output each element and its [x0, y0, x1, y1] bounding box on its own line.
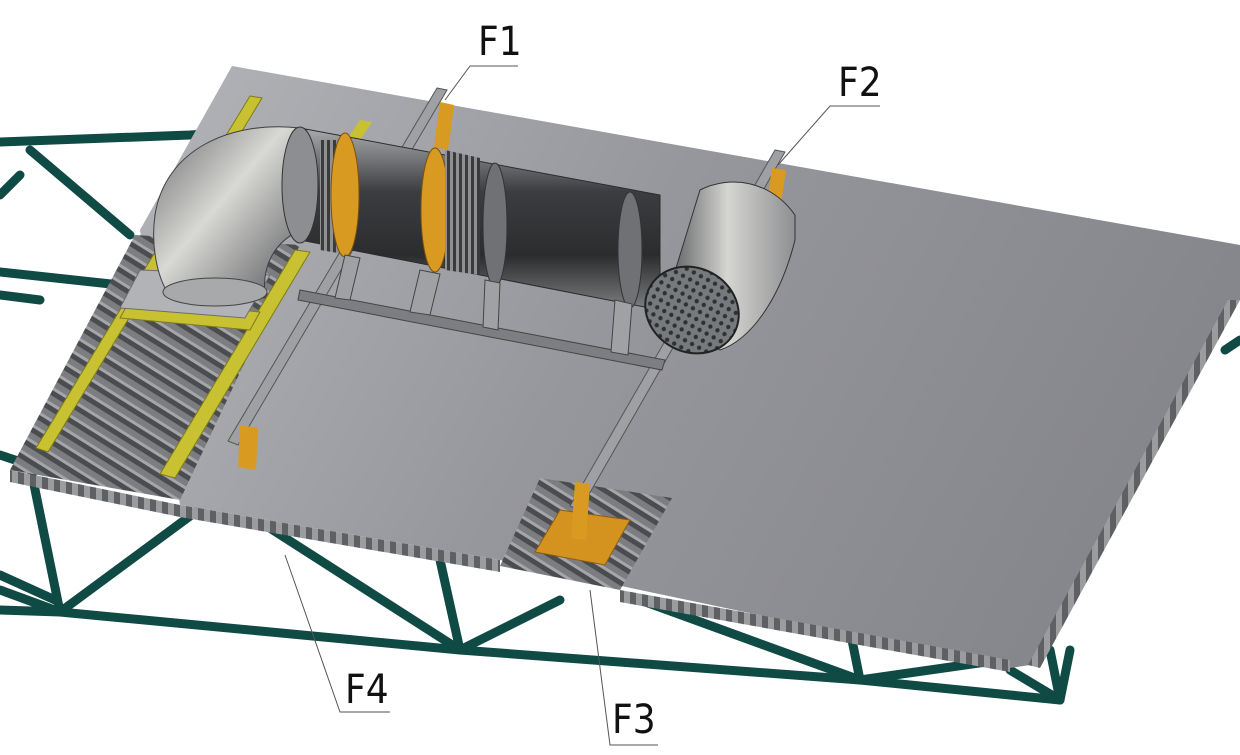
bracket-f4 [238, 425, 258, 470]
duct-support-leg-3 [482, 279, 501, 331]
leader-f4 [284, 554, 390, 713]
duct-flange-3 [617, 191, 643, 309]
yellow-rail-inner [159, 249, 311, 479]
fan-fins-2 [445, 150, 480, 275]
leader-f3 [589, 589, 658, 746]
duct-support-leg-4 [610, 299, 633, 356]
truss-lower-chord [0, 570, 60, 605]
callout-f1: F1 [478, 19, 522, 65]
leader-f2 [777, 105, 880, 166]
deck-left-edge [10, 470, 180, 517]
duct-elbow [153, 126, 301, 299]
duct-support-leg-1 [334, 254, 361, 301]
elbow-base-flange [162, 277, 268, 307]
truss-top-chord-mid [0, 267, 125, 290]
duct-flange-2 [482, 162, 508, 288]
orange-band-2 [420, 147, 450, 273]
leader-f1 [444, 65, 518, 101]
callouts: F1 F2 F3 F4 [284, 19, 882, 746]
deck-front-edge-right [620, 590, 1010, 672]
callout-f4: F4 [345, 667, 389, 713]
deck-front-edge [180, 505, 500, 572]
strut-crossbar [297, 289, 666, 371]
bracket-f3 [571, 482, 590, 540]
truss-web-members [0, 145, 1240, 705]
deck-right-edge [1028, 300, 1240, 668]
steel-truss-frame [0, 123, 1240, 705]
duct-flange-1 [281, 126, 319, 244]
callout-f2: F2 [838, 60, 882, 106]
perforated-outlet-grille [644, 265, 740, 355]
callout-f3: F3 [612, 697, 656, 743]
duct-support-leg-2 [409, 269, 441, 316]
exhaust-fan-assembly [153, 126, 796, 356]
orange-band-1 [330, 132, 360, 258]
bracket-f1 [434, 102, 454, 150]
